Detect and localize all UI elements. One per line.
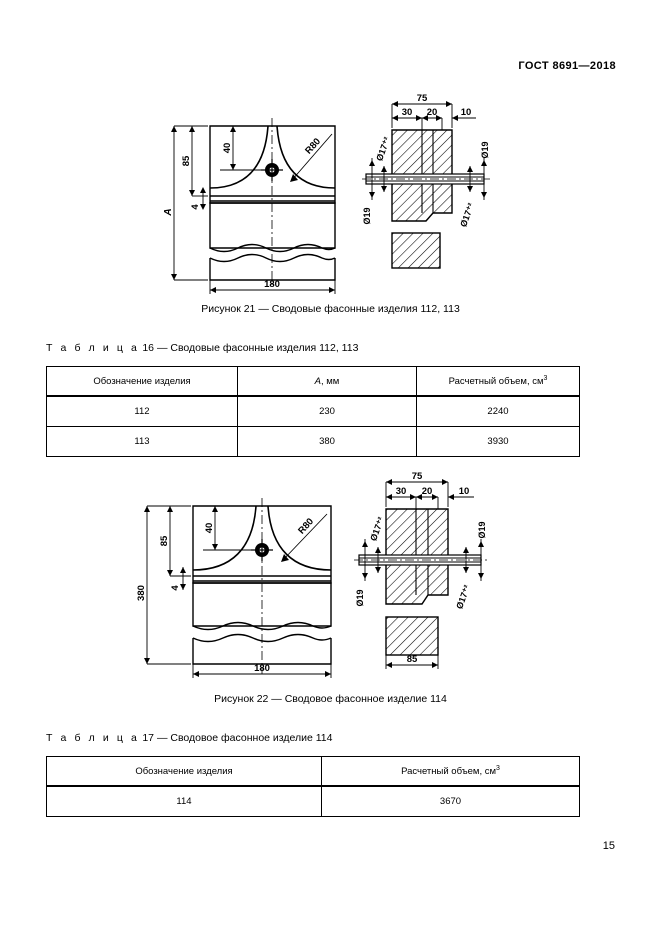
center-hole-marker — [251, 539, 273, 561]
th-a-symbol: A — [314, 375, 321, 387]
dim-label-4: 4 — [190, 204, 201, 210]
section-lower — [391, 232, 441, 269]
center-hole-marker — [261, 159, 283, 181]
th-volume-sup: 3 — [496, 765, 500, 772]
cell-a-mm: 380 — [237, 426, 417, 458]
cell-designation: 113 — [46, 426, 238, 458]
dim-label-40: 40 — [204, 523, 215, 534]
th-a-mm: A, мм — [237, 366, 417, 398]
dim-label-R80: R80 — [303, 136, 323, 156]
cell-a-mm: 230 — [237, 395, 417, 428]
th-volume: Расчетный объем, см3 — [321, 756, 580, 788]
table-17: Обозначение изделия Расчетный объем, см3… — [46, 756, 580, 818]
th-volume-text: Расчетный объем, см — [401, 766, 497, 778]
standard-header: ГОСТ 8691—2018 — [518, 60, 616, 72]
dia-label-17-right: Ø17⁺² — [454, 584, 472, 611]
th-designation: Обозначение изделия — [46, 366, 238, 398]
dia-label-19-right: Ø19 — [480, 141, 490, 158]
dia-label-17-right: Ø17⁺² — [458, 202, 476, 229]
dia-label-17-left: Ø17⁺² — [374, 136, 392, 163]
cell-volume: 3930 — [416, 426, 580, 458]
dim-label-30: 30 — [396, 486, 407, 497]
page-number: 15 — [602, 840, 615, 852]
dim-label-180: 180 — [264, 279, 280, 290]
dim-label-85: 85 — [159, 535, 170, 546]
dim-label-75: 75 — [417, 93, 428, 104]
dim-label-10: 10 — [461, 107, 472, 118]
table-16-head: Обозначение изделия A, мм Расчетный объе… — [46, 366, 580, 398]
table-16-label: Т а б л и ц а — [46, 342, 140, 354]
figure-21-left-svg: A 85 40 4 — [163, 118, 336, 294]
table-17-caption: Т а б л и ц а 17 — Сводовое фасонное изд… — [46, 732, 332, 744]
section-lower — [385, 616, 439, 656]
dia-label-19-left: Ø19 — [362, 207, 372, 224]
dim-label-180: 180 — [254, 663, 270, 674]
dia-label-19-right: Ø19 — [477, 521, 487, 538]
dim-label-4: 4 — [170, 585, 181, 591]
figure-22-left-svg: 380 85 40 4 — [136, 498, 332, 678]
dim-label-A: A — [163, 208, 174, 216]
dim-label-20: 20 — [427, 107, 438, 118]
table-17-body: 114 3670 — [46, 785, 580, 818]
cell-volume: 2240 — [416, 395, 580, 428]
cell-designation: 112 — [46, 395, 238, 428]
dia-label-19-left: Ø19 — [355, 589, 365, 606]
figure-22-caption: Рисунок 22 — Сводовое фасонное изделие 1… — [214, 693, 447, 705]
dia-label-17-left: Ø17⁺² — [368, 516, 386, 543]
table-row: 114 3670 — [46, 785, 580, 818]
dim-label-40: 40 — [222, 143, 233, 154]
dim-label-20: 20 — [422, 486, 433, 497]
dim-label-10: 10 — [459, 486, 470, 497]
table-row: 113 380 3930 — [46, 426, 580, 458]
dim-label-R80: R80 — [296, 516, 316, 536]
table-16-body: 112 230 2240 113 380 3930 — [46, 395, 580, 458]
table-16-caption: Т а б л и ц а 16 — Сводовые фасонные изд… — [46, 342, 358, 354]
figure-21-caption: Рисунок 21 — Сводовые фасонные изделия 1… — [201, 303, 460, 315]
cell-volume: 3670 — [321, 785, 580, 818]
th-a-unit: , мм — [321, 375, 340, 387]
figure-22-left-view: 380 85 40 4 — [135, 488, 355, 683]
th-volume: Расчетный объем, см3 — [416, 366, 580, 398]
figure-22-right-view: 75 30 20 10 Ø19 Ø17⁺² — [352, 465, 507, 680]
dim-label-75: 75 — [412, 471, 423, 482]
th-volume-text: Расчетный объем, см — [448, 376, 544, 388]
table-row: 112 230 2240 — [46, 395, 580, 428]
dim-label-85-bottom: 85 — [407, 654, 418, 665]
dim-label-85: 85 — [181, 155, 192, 166]
figure-21-left-view: A 85 40 4 — [160, 108, 370, 298]
table-17-head: Обозначение изделия Расчетный объем, см3 — [46, 756, 580, 788]
cell-designation: 114 — [46, 785, 322, 818]
figure-21-right-view: 75 30 20 10 Ø19 Ø17⁺² — [360, 88, 510, 278]
dim-label-30: 30 — [402, 107, 413, 118]
figure-22-right-svg: 75 30 20 10 Ø19 Ø17⁺² — [354, 471, 490, 669]
th-designation: Обозначение изделия — [46, 756, 322, 788]
table-row: Обозначение изделия Расчетный объем, см3 — [46, 756, 580, 788]
table-row: Обозначение изделия A, мм Расчетный объе… — [46, 366, 580, 398]
table-17-caption-rest: 17 — Сводовое фасонное изделие 114 — [142, 732, 333, 744]
dim-label-380: 380 — [136, 585, 147, 601]
th-volume-sup: 3 — [543, 375, 548, 382]
table-16: Обозначение изделия A, мм Расчетный объе… — [46, 366, 580, 458]
figure-21-right-svg: 75 30 20 10 Ø19 Ø17⁺² — [362, 93, 492, 269]
table-16-caption-rest: 16 — Сводовые фасонные изделия 112, 113 — [142, 342, 359, 354]
table-17-label: Т а б л и ц а — [46, 732, 140, 744]
